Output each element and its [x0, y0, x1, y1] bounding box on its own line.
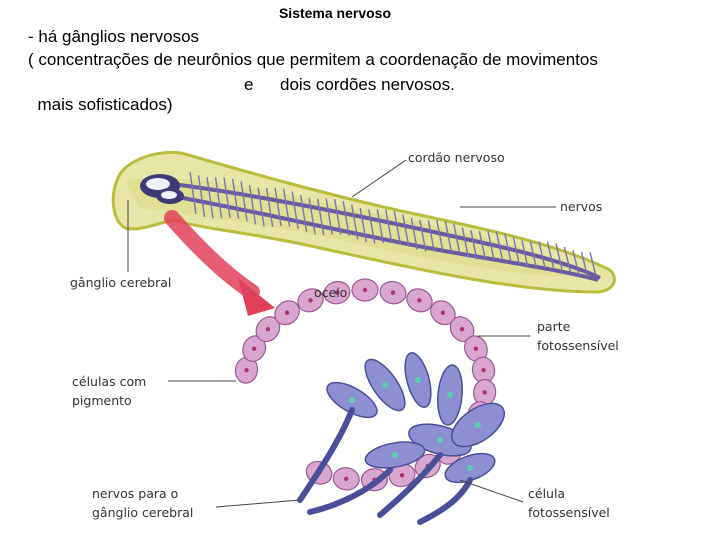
label-nervos-para-o: nervos para o — [92, 486, 178, 501]
label-ganglio-cerebral-2: gânglio cerebral — [92, 505, 193, 520]
label-nervos: nervos — [560, 199, 602, 214]
label-ocelo: ocelo — [314, 285, 347, 300]
label-celulas-com: células com — [72, 374, 146, 389]
label-ganglio-cerebral: gânglio cerebral — [70, 275, 171, 290]
label-fotossensivel-2: fotossensível — [528, 505, 610, 520]
label-celula: célula — [528, 486, 565, 501]
label-parte: parte — [537, 319, 571, 334]
label-pigmento: pigmento — [72, 393, 132, 408]
label-cordao-nervoso: cordão nervoso — [408, 150, 505, 165]
label-fotossensivel-1: fotossensível — [537, 338, 619, 353]
planarian-body — [113, 152, 614, 292]
